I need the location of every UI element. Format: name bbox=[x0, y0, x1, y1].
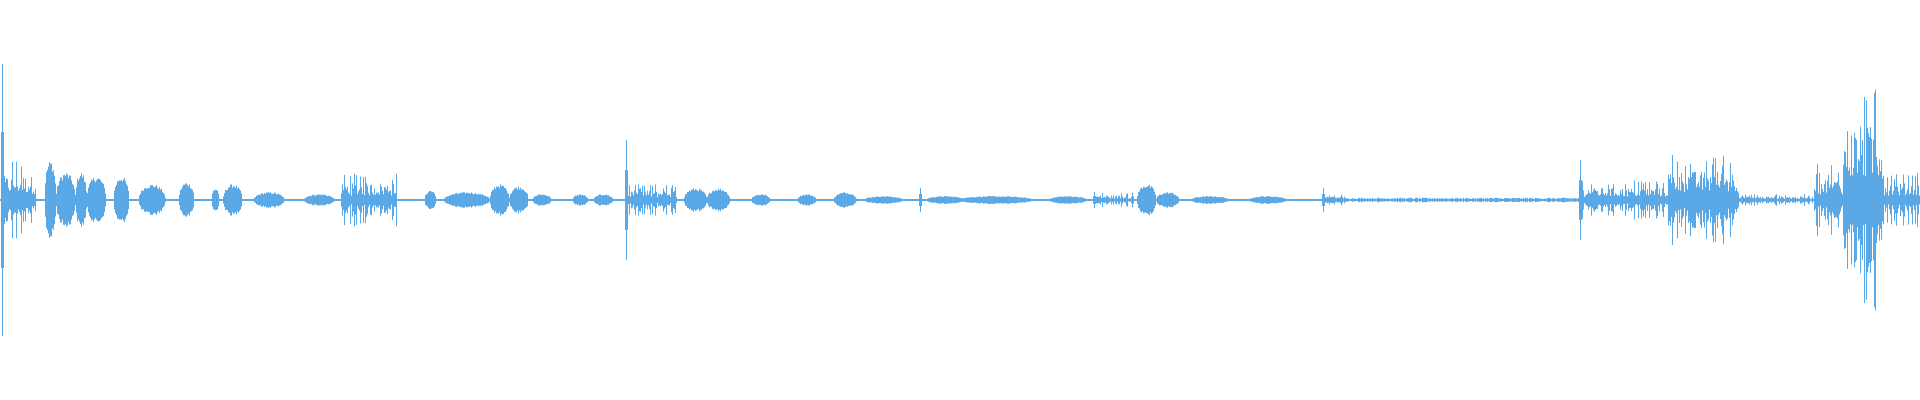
waveform-bars bbox=[0, 64, 1920, 336]
